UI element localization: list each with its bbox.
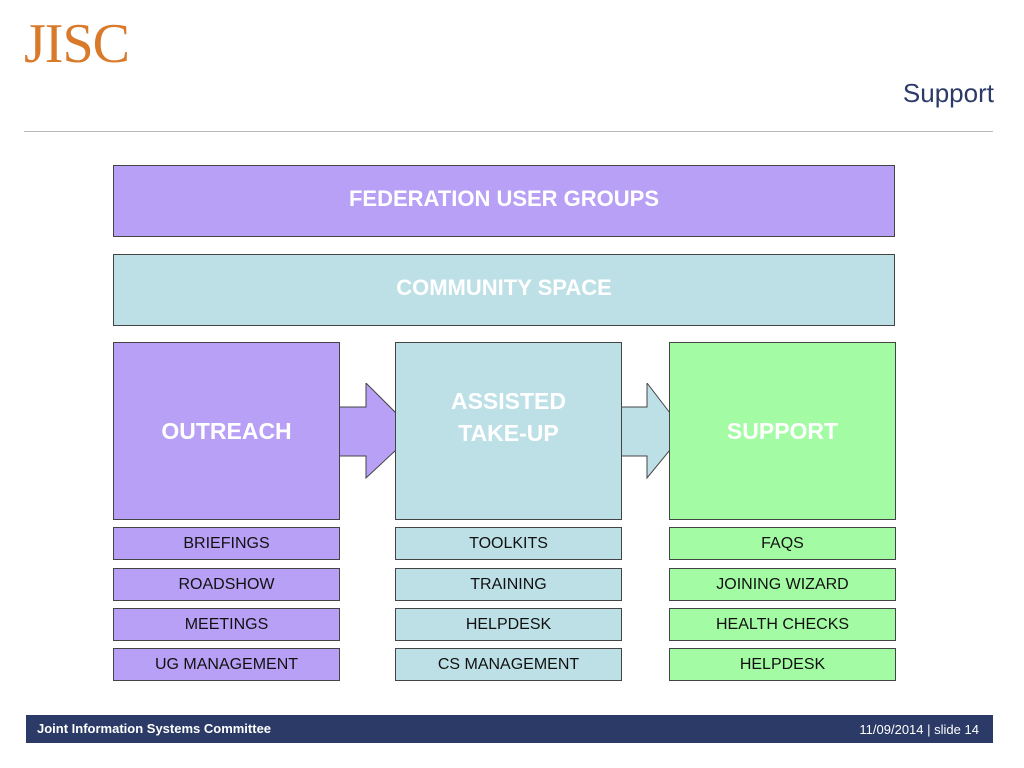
- assisted-to-support-arrow: [620, 383, 671, 480]
- header-divider: [24, 131, 993, 132]
- joining-wizard-item: JOINING WIZARD: [669, 568, 896, 601]
- footer-slide-info: 11/09/2014 | slide 14: [859, 722, 979, 737]
- outreach-to-assisted-arrow: [338, 383, 397, 480]
- assisted-take-up-label: ASSISTED TAKE-UP: [450, 388, 567, 446]
- jisc-logo: JISC: [24, 13, 130, 75]
- outreach-box: OUTREACH: [113, 342, 340, 520]
- federation-user-groups-bar: FEDERATION USER GROUPS: [113, 165, 895, 237]
- community-space-label: COMMUNITY SPACE: [396, 275, 612, 300]
- footer-slide-number: 14: [964, 722, 979, 737]
- briefings-item: BRIEFINGS: [113, 527, 340, 560]
- outreach-label: OUTREACH: [161, 418, 292, 444]
- community-space-bar: COMMUNITY SPACE: [113, 254, 895, 326]
- support-helpdesk-item: HELPDESK: [669, 648, 896, 681]
- federation-user-groups-label: FEDERATION USER GROUPS: [348, 186, 660, 211]
- footer-bar: Joint Information Systems Committee 11/0…: [26, 715, 993, 743]
- footer-slide-label: slide: [934, 722, 961, 737]
- footer-organization: Joint Information Systems Committee: [37, 721, 272, 736]
- faqs-item: FAQS: [669, 527, 896, 560]
- helpdesk-item: HELPDESK: [395, 608, 622, 641]
- cs-management-item: CS MANAGEMENT: [395, 648, 622, 681]
- toolkits-item: TOOLKITS: [395, 527, 622, 560]
- footer-date: 11/09/2014: [859, 722, 924, 737]
- meetings-item: MEETINGS: [113, 608, 340, 641]
- training-item: TRAINING: [395, 568, 622, 601]
- ug-management-item: UG MANAGEMENT: [113, 648, 340, 681]
- roadshow-item: ROADSHOW: [113, 568, 340, 601]
- support-label: SUPPORT: [726, 418, 839, 444]
- support-box: SUPPORT: [669, 342, 896, 520]
- footer-separator: |: [927, 722, 931, 737]
- slide-title: Support: [902, 78, 994, 108]
- health-checks-item: HEALTH CHECKS: [669, 608, 896, 641]
- assisted-take-up-box: ASSISTED TAKE-UP: [395, 342, 622, 520]
